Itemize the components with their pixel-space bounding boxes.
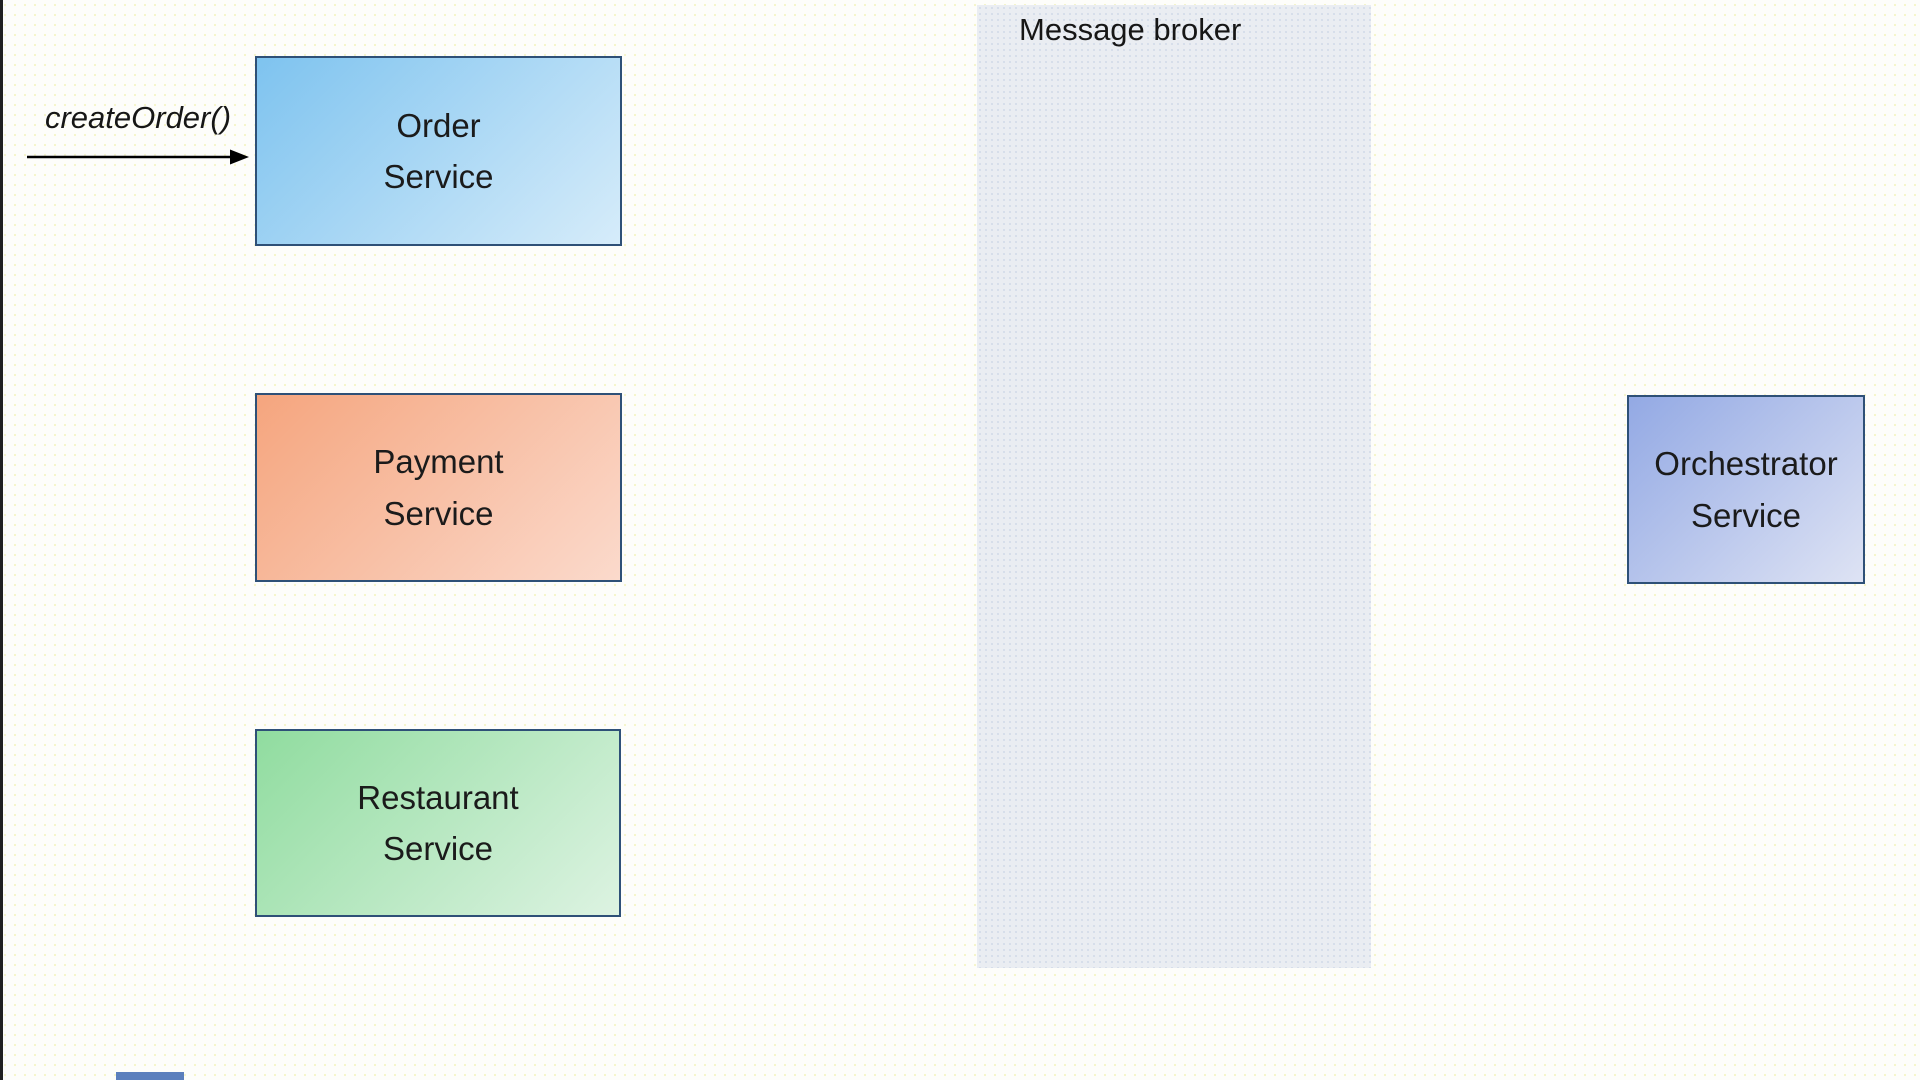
create-order-label: createOrder()	[44, 100, 232, 135]
node-restaurant-service-label-line1: Restaurant	[357, 778, 519, 816]
slide-left-edge-line	[0, 0, 3, 1080]
node-restaurant-service: Restaurant Service	[255, 729, 621, 917]
node-order-service: Order Service	[255, 56, 622, 246]
node-orchestrator-service: Orchestrator Service	[1627, 395, 1865, 584]
node-payment-service-label-line1: Payment	[373, 443, 504, 481]
node-orchestrator-service-label-line1: Orchestrator	[1654, 445, 1838, 483]
message-broker-label: Message broker	[1019, 12, 1242, 47]
node-restaurant-service-label-line2: Service	[382, 830, 494, 867]
node-payment-service-label-line2: Service	[383, 494, 494, 532]
node-order-service-label-line2: Service	[383, 158, 494, 195]
node-order-service-label-line1: Order	[396, 106, 481, 144]
node-payment-service: Payment Service	[255, 393, 622, 582]
bottom-left-partial-shape	[116, 1072, 184, 1080]
message-broker-panel: Message broker	[977, 5, 1371, 968]
node-orchestrator-service-label-line2: Service	[1690, 496, 1802, 534]
right-arrow-icon	[27, 149, 249, 165]
